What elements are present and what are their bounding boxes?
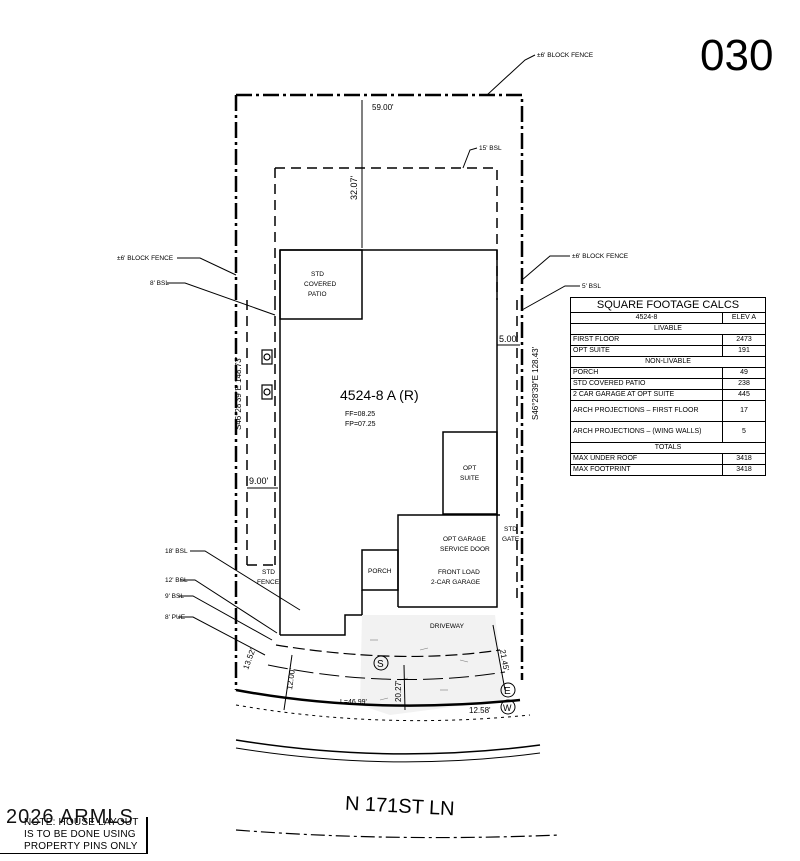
std-fence-label-2: FENCE [257,579,280,586]
plan-label: 4524-8 A (R) [340,387,419,403]
sqft-row-label: OPT SUITE [570,345,723,357]
dim-front-12: 12.00' [285,667,297,690]
std-gate-label-2: GATE [502,536,520,543]
garage-label-1: FRONT LOAD [438,569,480,576]
patio-label-3: PATIO [308,291,327,298]
house-footprint [279,249,500,636]
marker-s: S [377,659,384,670]
sqft-row-label: MAX UNDER ROOF [570,453,723,465]
front-curve-lines [235,644,561,839]
note-line: NOTE: HOUSE LAYOUT [24,817,139,828]
dim-front-21: 21.45' [498,649,511,672]
dim-side-right: 5.00' [499,334,519,344]
sqft-row-value: 49 [722,367,766,379]
sqft-row-label: MAX FOOTPRINT [570,464,723,476]
block-fence-left-label: ±6' BLOCK FENCE [117,255,174,262]
note-line: PROPERTY PINS ONLY [24,841,138,852]
dim-rear-setback: 32.07' [349,175,359,200]
dim-front-20: 20.27' [394,680,403,702]
dim-left-boundary: S46°28'39"E 148.73' [234,356,243,430]
sqft-row-label: ARCH PROJECTIONS – (WING WALLS) [570,421,723,443]
street-name: N 171ST LN [344,793,455,821]
patio-label-1: STD [311,271,324,278]
bsl-8-label: 8' BSL [150,280,169,287]
sqft-row-value: 238 [722,378,766,390]
dim-corner: 13.52' [241,647,257,671]
sqft-row-label: 2 CAR GARAGE AT OPT SUITE [570,389,723,401]
dim-top-width: 59.00' [372,103,394,112]
bsl-18-label: 18' BSL [165,548,188,555]
patio-label-2: COVERED [304,281,336,288]
bsl-15-label: 15' BSL [479,145,502,152]
bsl-12-label: 12' BSL [165,577,188,584]
sqft-row-label: FIRST FLOOR [570,334,723,346]
block-fence-right-label: ±6' BLOCK FENCE [572,253,629,260]
note-line: IS TO BE DONE USING [24,829,136,840]
std-fence-label-1: STD [262,569,275,576]
block-fence-top-label: ±6' BLOCK FENCE [537,52,594,59]
utility-markers [373,655,516,715]
sqft-row-value: 5 [722,421,766,443]
dim-side-left: 9.00' [249,476,269,486]
dim-right-boundary: S46°28'39"E 128.43' [531,346,540,420]
sqft-row-value: 2473 [722,334,766,346]
sqft-row-value: 3418 [722,464,766,476]
sqft-plan: 4524-8 [570,312,723,324]
sqft-row-value: 3418 [722,453,766,465]
dim-front-12-58: 12.58' [469,706,491,715]
sqft-title: SQUARE FOOTAGE CALCS [570,297,766,313]
pue-8-label: 8' PUE [165,614,186,621]
utility-boxes [261,349,273,400]
sqft-nonlivable-header: NON-LIVABLE [570,356,766,368]
dimension-lines [247,100,520,711]
sqft-totals-header: TOTALS [570,442,766,454]
sqft-elev: ELEV A [722,312,766,324]
bsl-9-label: 9' BSL [165,593,184,600]
std-gate-label-1: STD [504,526,517,533]
fp-label: FP=07.25 [345,421,376,428]
sqft-row-label: ARCH PROJECTIONS – FIRST FLOOR [570,400,723,422]
marker-e: E [504,686,511,697]
dim-arc: L=46.99' [340,699,367,706]
sqft-row-value: 17 [722,400,766,422]
garage-label-2: 2-CAR GARAGE [431,579,481,586]
suite-label-1: OPT [463,465,476,472]
sqft-row-label: PORCH [570,367,723,379]
property-boundary [234,93,524,690]
driveway-label: DRIVEWAY [430,623,465,630]
ff-label: FF=08.25 [345,411,375,418]
leader-lines [167,54,580,656]
suite-label-2: SUITE [460,475,480,482]
layout-note: NOTE: HOUSE LAYOUT IS TO BE DONE USING P… [0,817,148,854]
watermark: 2026 ARMLS [6,806,134,828]
service-door-label-1: OPT GARAGE [443,536,487,543]
bsl-5-label: 5' BSL [582,283,601,290]
service-door-label-2: SERVICE DOOR [440,546,490,553]
porch-label: PORCH [368,568,392,575]
lot-number: 030 [700,31,773,80]
sqft-row-value: 191 [722,345,766,357]
sqft-livable-header: LIVABLE [570,323,766,335]
sqft-row-label: STD COVERED PATIO [570,378,723,390]
marker-w: W [503,703,512,713]
square-footage-table: SQUARE FOOTAGE CALCS 4524-8 ELEV A LIVAB… [570,297,766,476]
sqft-row-value: 445 [722,389,766,401]
